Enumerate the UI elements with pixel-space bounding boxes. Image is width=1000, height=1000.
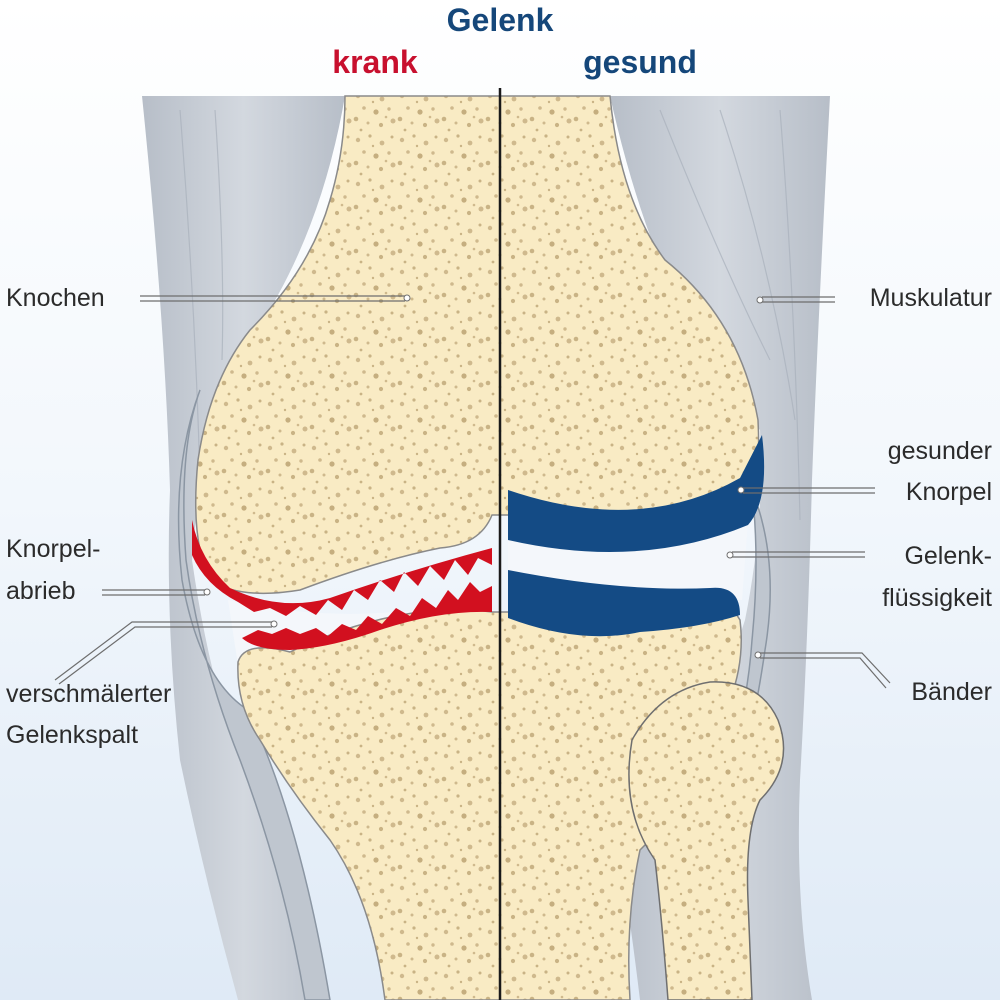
leader-muskulatur (762, 296, 835, 303)
leader-knorpel (743, 487, 875, 494)
diagram-title: Gelenk (446, 2, 554, 38)
heading-diseased: krank (332, 44, 418, 80)
muscle-left (142, 96, 345, 1000)
healthy-cartilage-upper (508, 435, 765, 552)
healthy-cartilage-lower (508, 570, 740, 637)
label-knorpel-line2: Knorpel (905, 478, 992, 506)
label-muskulatur: Muskulatur (869, 284, 992, 312)
leader-knochen (140, 295, 405, 302)
leader-baender (760, 652, 891, 689)
label-knorpelabrieb-line1: Knorpel- (6, 535, 101, 563)
label-gelenkspalt-line1: verschmälerter (6, 680, 172, 708)
leader-gelenkspalt (54, 621, 272, 685)
label-gelenkspalt-line2: Gelenkspalt (6, 721, 139, 749)
fibula (628, 681, 785, 1000)
label-knorpel-line1: gesunder (887, 437, 992, 465)
leader-fluessigkeit (732, 551, 865, 558)
ligament-left (177, 389, 331, 1000)
label-fluessigkeit-line2: flüssigkeit (882, 584, 992, 612)
label-knochen: Knochen (6, 284, 105, 312)
label-baender: Bänder (911, 678, 992, 706)
heading-healthy: gesund (583, 44, 697, 80)
leader-knorpelabrieb (102, 589, 205, 596)
label-fluessigkeit-line1: Gelenk- (904, 542, 992, 570)
femur (195, 95, 760, 595)
label-knorpelabrieb-line2: abrieb (6, 577, 76, 605)
worn-cartilage-lower (242, 582, 492, 650)
worn-cartilage-upper (192, 520, 492, 616)
